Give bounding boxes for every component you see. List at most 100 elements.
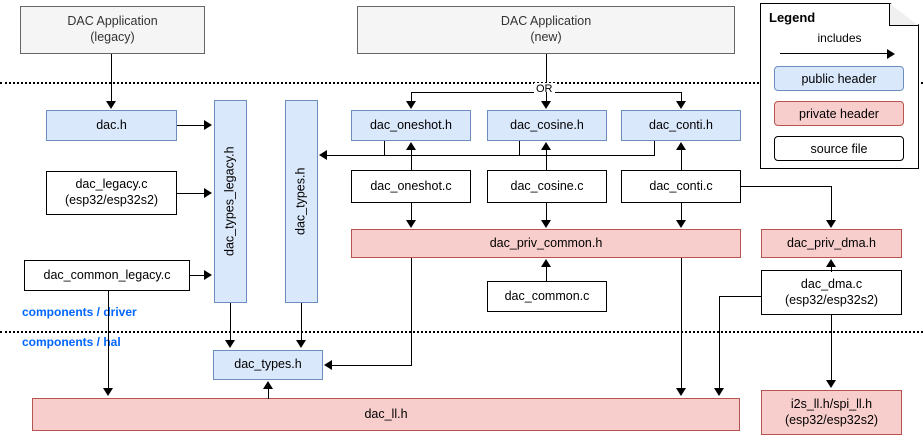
edge-app-legacy-to-dac-h [111, 54, 112, 102]
i2s-ll-spi-ll-line2: (esp32/esp32s2) [784, 412, 879, 427]
dac-priv-common-h-label: dac_priv_common.h [489, 235, 603, 250]
arrowhead-dac-dma-c-to-dac-ll [714, 388, 724, 396]
arrowhead-conti-c-to-priv-dma [826, 220, 836, 228]
legend-private-header-swatch: private header [774, 101, 904, 126]
dac-types-h-driver-label: dac_types.h [293, 167, 308, 236]
node-dac-types-h-driver[interactable]: dac_types.h [285, 100, 318, 303]
node-dac-oneshot-c[interactable]: dac_oneshot.c [351, 170, 471, 203]
legend-title: Legend [769, 10, 816, 25]
edge-oneshot-c-to-priv-common [411, 203, 412, 222]
arrowhead-app-new-to-cosine-h [541, 101, 551, 109]
dac-h-label: dac.h [96, 117, 127, 132]
zone-label-driver: components / driver [22, 305, 137, 319]
edge-oneshot-h-down [384, 141, 385, 156]
arrowhead-oneshot-c-to-priv-common [406, 220, 416, 228]
legend-includes-arrowhead-icon [887, 49, 895, 59]
node-dac-cosine-h[interactable]: dac_cosine.h [487, 110, 607, 141]
node-dac-legacy-c[interactable]: dac_legacy.c (esp32/esp32s2) [46, 171, 177, 215]
arrowhead-dac-dma-c-to-i2s-ll [826, 380, 836, 388]
edge-dac-legacy-c-to-types-legacy [177, 193, 205, 194]
zone-label-hal: components / hal [22, 335, 121, 349]
node-dac-application-new[interactable]: DAC Application (new) [357, 6, 735, 54]
edge-headers-bus-to-types-driver [327, 155, 655, 156]
node-dac-priv-common-h[interactable]: dac_priv_common.h [351, 229, 741, 258]
edge-conti-c-to-priv-common [681, 203, 682, 222]
arrowhead-dac-common-legacy-c-to-types-legacy [204, 270, 212, 280]
legend-private-header-label: private header [799, 106, 879, 121]
node-dac-h[interactable]: dac.h [46, 110, 177, 141]
dac-types-legacy-h-label: dac_types_legacy.h [222, 146, 237, 257]
edge-dac-h-to-types-legacy [177, 125, 205, 126]
dac-cosine-c-label: dac_cosine.c [510, 178, 584, 193]
legend-includes-label: includes [817, 31, 862, 45]
arrowhead-dac-common-legacy-c-to-dac-ll [103, 388, 113, 396]
edge-dac-common-legacy-c-to-dac-ll [108, 291, 109, 389]
node-dac-priv-dma-h[interactable]: dac_priv_dma.h [761, 229, 902, 258]
arrowhead-priv-common-to-dac-ll [676, 388, 686, 396]
edge-dac-common-legacy-c-to-types-legacy [190, 275, 205, 276]
i2s-ll-spi-ll-line1: i2s_ll.h/spi_ll.h [790, 396, 873, 411]
node-dac-oneshot-h[interactable]: dac_oneshot.h [351, 110, 471, 141]
arrowhead-dac-dma-c-to-priv-dma [826, 259, 836, 267]
dac-conti-c-label: dac_conti.c [649, 178, 713, 193]
arrowhead-cosine-c-to-priv-common [541, 220, 551, 228]
node-dac-types-legacy-h[interactable]: dac_types_legacy.h [214, 100, 247, 303]
edge-app-new-trunk [546, 54, 547, 92]
arrowhead-dac-common-c-to-priv-common [541, 259, 551, 267]
edge-conti-h-down [654, 141, 655, 156]
arrowhead-dac-ll-to-types-hal [263, 381, 273, 389]
edge-cosine-c-to-priv-common [546, 203, 547, 222]
dac-common-c-label: dac_common.c [504, 288, 590, 303]
dac-dma-c-line1: dac_dma.c [800, 276, 863, 291]
node-dac-ll-h[interactable]: dac_ll.h [32, 398, 740, 431]
edge-dac-dma-c-to-i2s-ll [831, 315, 832, 381]
node-dac-conti-h[interactable]: dac_conti.h [621, 110, 741, 141]
edge-types-driver-to-types-hal [301, 303, 302, 341]
node-dac-application-legacy[interactable]: DAC Application (legacy) [20, 6, 205, 54]
dac-common-legacy-c-label: dac_common_legacy.c [43, 267, 171, 282]
edge-app-new-to-oneshot-h [411, 92, 412, 103]
node-dac-dma-c[interactable]: dac_dma.c (esp32/esp32s2) [761, 270, 902, 315]
arrowhead-app-new-to-conti-h [676, 101, 686, 109]
edge-app-new-to-cosine-h [546, 92, 547, 103]
edge-conti-c-to-priv-dma-vertical [831, 186, 832, 221]
arrowhead-types-driver-to-types-hal [296, 340, 306, 348]
edge-dac-dma-c-to-dac-ll-horizontal [719, 296, 762, 297]
legend-panel: Legend includes public header private he… [760, 3, 919, 169]
edge-cosine-c-to-cosine-h [546, 150, 547, 171]
dac-dma-c-line2: (esp32/esp32s2) [784, 292, 879, 307]
arrowhead-app-legacy-to-dac-h [106, 101, 116, 109]
edge-dac-common-c-to-priv-common [546, 266, 547, 282]
edge-conti-c-to-conti-h [681, 150, 682, 171]
node-dac-common-c[interactable]: dac_common.c [487, 281, 607, 312]
arrowhead-dac-legacy-c-to-types-legacy [204, 188, 212, 198]
edge-oneshot-c-to-oneshot-h [411, 150, 412, 171]
edge-priv-common-down-right [681, 258, 682, 389]
legend-public-header-label: public header [801, 71, 877, 86]
or-label: OR [534, 83, 555, 95]
app-new-line1: DAC Application [500, 14, 592, 29]
dac-legacy-c-line2: (esp32/esp32s2) [64, 193, 159, 207]
arrowhead-conti-c-to-conti-h [676, 142, 686, 150]
edge-priv-common-down-left [411, 258, 412, 365]
arrowhead-cosine-c-to-cosine-h [541, 142, 551, 150]
dac-conti-h-label: dac_conti.h [649, 117, 713, 132]
edge-conti-c-to-priv-dma-horizontal [741, 186, 832, 187]
node-i2s-ll-spi-ll-h[interactable]: i2s_ll.h/spi_ll.h (esp32/esp32s2) [761, 390, 902, 435]
edge-dac-dma-c-to-priv-dma [831, 266, 832, 272]
edge-app-new-to-conti-h [681, 92, 682, 103]
dac-legacy-c-line1: dac_legacy.c [75, 177, 148, 192]
dac-ll-h-label: dac_ll.h [364, 406, 408, 421]
dac-oneshot-c-label: dac_oneshot.c [370, 178, 452, 193]
edge-dac-ll-to-types-hal [268, 389, 269, 399]
node-dac-common-legacy-c[interactable]: dac_common_legacy.c [24, 260, 190, 291]
legend-public-header-swatch: public header [774, 66, 904, 91]
node-dac-types-h-hal[interactable]: dac_types.h [213, 350, 323, 380]
zone-separator-top [0, 82, 923, 84]
node-dac-conti-c[interactable]: dac_conti.c [621, 170, 741, 203]
edge-types-legacy-to-types-hal [230, 303, 231, 341]
node-dac-cosine-c[interactable]: dac_cosine.c [487, 170, 607, 203]
dac-types-h-hal-label: dac_types.h [234, 357, 302, 372]
app-legacy-line2: (legacy) [90, 30, 135, 44]
